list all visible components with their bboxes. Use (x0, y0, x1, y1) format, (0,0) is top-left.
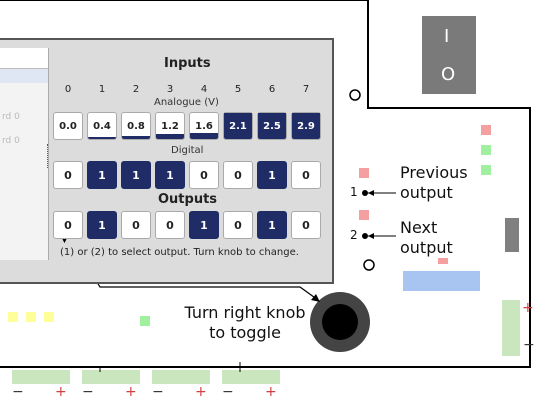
analogue-value: 0.0 (59, 120, 77, 132)
button-1-dot (362, 190, 368, 196)
next-output-label: Next output (400, 218, 453, 257)
terminal-block-3 (152, 370, 210, 384)
side-list: rd 0 rd 0 (0, 48, 49, 260)
previous-output-label: Previous output (400, 163, 468, 202)
channel-number: 5 (234, 84, 242, 95)
analogue-input-cell: 2.9 (291, 112, 321, 140)
analogue-value: 1.6 (195, 120, 213, 132)
analogue-value: 0.8 (127, 120, 145, 132)
channel-number: 6 (268, 84, 276, 95)
minus-sign-right: − (523, 337, 535, 353)
analogue-value: 2.9 (297, 120, 315, 132)
led-red-next (359, 210, 369, 220)
minus-sign-4: − (222, 384, 234, 400)
terminal-block-right (502, 300, 520, 356)
channel-number: 4 (200, 84, 208, 95)
channel-number: 7 (302, 84, 310, 95)
analogue-input-cell: 0.4 (87, 112, 117, 140)
knob-annotation: Turn right knob to toggle (184, 303, 306, 342)
digital-input-cell: 0 (223, 161, 253, 189)
digital-input-cell: 0 (291, 161, 321, 189)
digital-input-cell: 1 (121, 161, 151, 189)
led-yellow-2 (26, 312, 36, 322)
plus-sign-2: + (125, 384, 137, 400)
analogue-level-bar (224, 113, 252, 139)
plus-sign-1: + (55, 384, 67, 400)
led-green-1 (481, 145, 491, 155)
button-1-number: 1 (350, 185, 358, 199)
digital-input-cell: 1 (155, 161, 185, 189)
panel-splitter[interactable] (47, 144, 50, 168)
analogue-value: 2.1 (229, 120, 247, 132)
button-2-dot (362, 233, 368, 239)
analogue-label: Analogue (V) (154, 97, 219, 108)
plus-sign-4: + (265, 384, 277, 400)
plus-sign-3: + (195, 384, 207, 400)
led-green-2 (481, 165, 491, 175)
minus-sign-3: − (152, 384, 164, 400)
terminal-block-2 (82, 370, 140, 384)
side-connector (505, 218, 519, 252)
power-switch (422, 16, 476, 94)
output-cell[interactable]: 1 (257, 211, 287, 239)
output-cell[interactable]: 0 (121, 211, 151, 239)
mount-hole-2 (363, 259, 375, 271)
analogue-level-bar (156, 134, 184, 139)
analogue-input-cell: 1.2 (155, 112, 185, 140)
io-display-panel: rd 0 rd 0 Inputs Analogue (V) Digital Ou… (0, 38, 334, 284)
blue-display (403, 271, 480, 291)
knob-inner (322, 304, 358, 340)
analogue-input-cell: 2.1 (223, 112, 253, 140)
led-yellow-1 (8, 312, 18, 322)
switch-off-label: O (441, 64, 456, 85)
analogue-level-bar (88, 137, 116, 139)
terminal-block-4 (222, 370, 280, 384)
switch-on-label: I (444, 26, 450, 47)
digital-input-cell: 0 (53, 161, 83, 189)
output-cell[interactable]: 0 (53, 211, 83, 239)
outputs-title: Outputs (158, 192, 218, 207)
analogue-level-bar (292, 113, 320, 139)
channel-number: 2 (132, 84, 140, 95)
analogue-input-cell: 0.0 (53, 112, 83, 140)
analogue-level-bar (190, 132, 218, 139)
button-2-number: 2 (350, 228, 358, 242)
mount-hole-1 (349, 89, 361, 101)
analogue-input-cell: 1.6 (189, 112, 219, 140)
minus-sign-1: − (12, 384, 24, 400)
output-cell[interactable]: 0 (155, 211, 185, 239)
led-green-bottom (140, 316, 150, 326)
output-cell[interactable]: 0 (223, 211, 253, 239)
channel-number: 3 (166, 84, 174, 95)
output-cell[interactable]: 1 (87, 211, 117, 239)
analogue-value: 2.5 (263, 120, 281, 132)
minus-sign-2: − (82, 384, 94, 400)
terminal-block-1 (12, 370, 70, 384)
led-red-1 (481, 125, 491, 135)
led-red-prev (359, 168, 369, 178)
analogue-level-bar (122, 135, 150, 139)
analogue-value: 1.2 (161, 120, 179, 132)
output-cell[interactable]: 1 (189, 211, 219, 239)
digital-label: Digital (171, 145, 204, 156)
output-cell[interactable]: 0 (291, 211, 321, 239)
analogue-level-bar (258, 113, 286, 139)
digital-input-cell: 1 (87, 161, 117, 189)
analogue-input-cell: 2.5 (257, 112, 287, 140)
side-list-item-1: rd 0 (2, 112, 20, 122)
channel-number: 0 (64, 84, 72, 95)
digital-input-cell: 1 (257, 161, 287, 189)
instructions-text: (1) or (2) to select output. Turn knob t… (60, 247, 299, 258)
channel-number: 1 (98, 84, 106, 95)
plus-sign-right: + (522, 300, 534, 316)
digital-input-cell: 0 (189, 161, 219, 189)
side-list-item-2: rd 0 (2, 136, 20, 146)
analogue-value: 0.4 (93, 120, 111, 132)
led-yellow-3 (44, 312, 54, 322)
red-indicator (438, 258, 448, 264)
analogue-input-cell: 0.8 (121, 112, 151, 140)
inputs-title: Inputs (164, 56, 211, 71)
